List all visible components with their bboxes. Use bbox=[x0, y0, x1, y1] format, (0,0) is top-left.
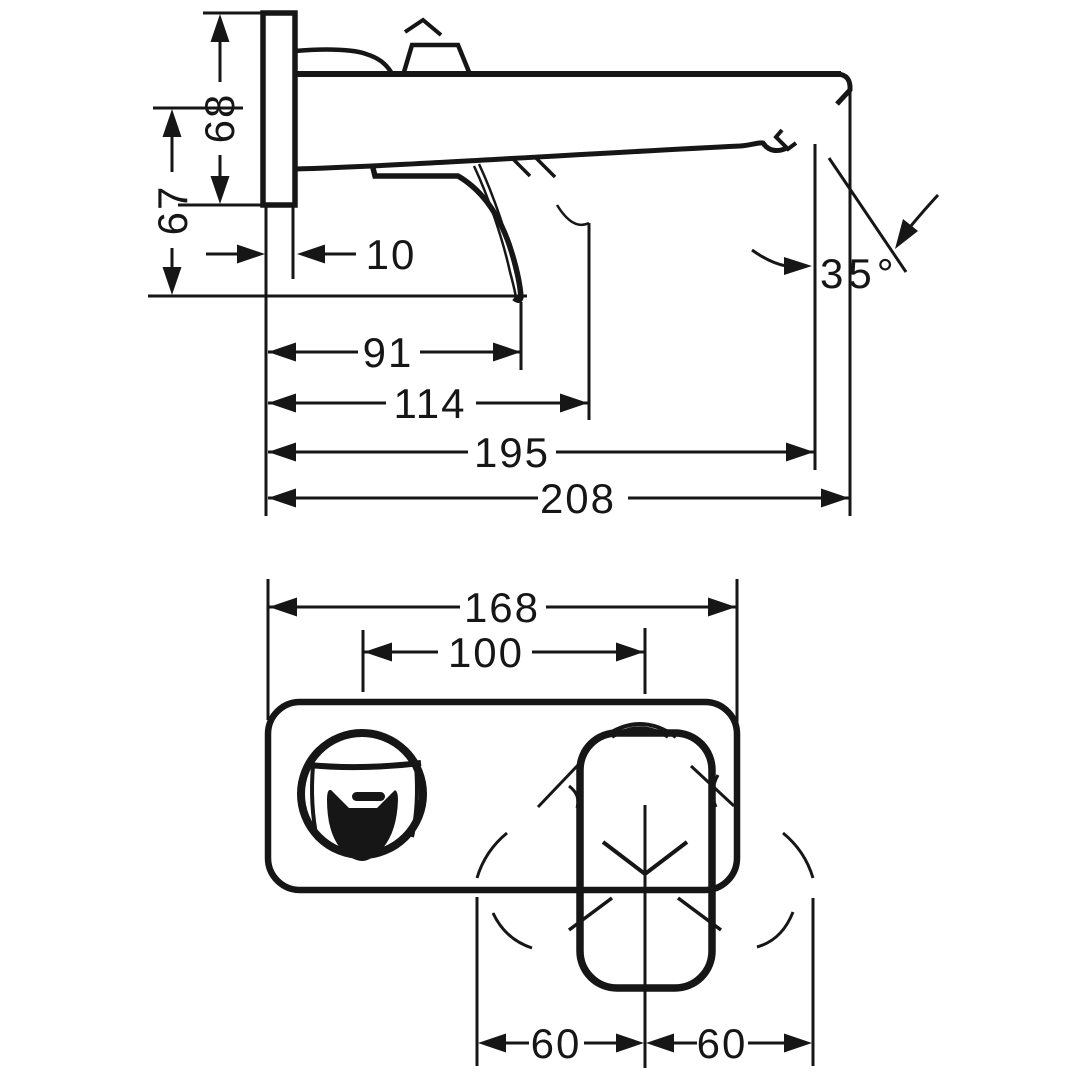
aerator-body bbox=[782, 100, 841, 143]
side-view: 68 67 10 91 bbox=[148, 10, 940, 522]
dimension-aerator-projection: 195 bbox=[268, 144, 817, 476]
dimension-spout-projection: 208 bbox=[268, 92, 852, 522]
handle-swing-arcs bbox=[475, 762, 815, 950]
dim-hole-spacing-label: 100 bbox=[448, 629, 524, 676]
lever-motion-caret-icon bbox=[403, 17, 443, 37]
handle-lever-inner-line bbox=[477, 163, 522, 298]
leader-arc bbox=[555, 204, 590, 227]
wall-plate-side bbox=[260, 10, 298, 208]
outlet-slot bbox=[352, 792, 385, 801]
front-view: 168 100 60 60 bbox=[264, 579, 815, 1068]
handle-dome-profile bbox=[294, 47, 393, 74]
handle-pivot-arc-outer bbox=[602, 722, 678, 739]
wall-plate-front bbox=[264, 698, 741, 894]
dim-spout-angle-label: 35° bbox=[820, 250, 899, 297]
dimension-plate-thickness: 10 bbox=[206, 206, 417, 516]
outlet-opening bbox=[327, 790, 398, 861]
dimension-spout-angle: 35° bbox=[751, 157, 940, 297]
outlet-chord bbox=[307, 760, 422, 771]
dimension-plate-height: 68 bbox=[178, 11, 263, 207]
dim-clearance-left-label: 60 bbox=[531, 1020, 582, 1067]
dim-plate-height-label: 68 bbox=[196, 93, 243, 144]
dimension-outlet-drop: 67 bbox=[148, 106, 527, 298]
spout-tip-edge bbox=[835, 71, 853, 106]
swing-arc-left-lower bbox=[491, 912, 533, 950]
handle-lever-inner-line-2 bbox=[472, 165, 518, 298]
underside-hatch-ticks bbox=[510, 156, 557, 179]
dim-outlet-drop-label: 67 bbox=[149, 185, 196, 236]
outlet-side-right bbox=[410, 764, 419, 838]
handle-front bbox=[567, 722, 723, 1068]
handle-swing-cross-lines bbox=[567, 896, 723, 932]
dim-body-projection-label: 114 bbox=[394, 380, 467, 427]
dim-handle-projection-label: 91 bbox=[363, 329, 414, 376]
handle-pivot-arc-inner bbox=[611, 726, 669, 739]
swing-arc-right-lower bbox=[756, 911, 795, 949]
spout-outlet-front bbox=[297, 729, 427, 861]
swing-mark-left-top bbox=[536, 762, 581, 809]
aerator-end-cap bbox=[773, 128, 798, 152]
swing-arc-left-top bbox=[568, 784, 580, 809]
handle-chevron-icon bbox=[601, 840, 689, 877]
swing-arc-right-upper bbox=[782, 831, 815, 879]
dimension-body-projection: 114 bbox=[268, 204, 591, 427]
dimension-clearances: 60 60 bbox=[475, 897, 815, 1067]
angle-line bbox=[827, 157, 908, 273]
dim-plate-thickness-label: 10 bbox=[366, 231, 417, 278]
swing-arc-left-upper bbox=[475, 831, 508, 879]
outlet-side-left bbox=[310, 765, 319, 840]
dim-plate-width-label: 168 bbox=[464, 584, 540, 631]
dimension-handle-projection: 91 bbox=[268, 302, 523, 376]
lever-bump-profile bbox=[401, 42, 472, 73]
dim-clearance-right-label: 60 bbox=[697, 1020, 748, 1067]
swing-arc-right-top bbox=[711, 774, 720, 808]
spout-underside-edge bbox=[293, 140, 789, 172]
dimension-hole-spacing: 100 bbox=[361, 628, 647, 694]
dim-aerator-projection-label: 195 bbox=[474, 429, 550, 476]
dim-spout-projection-label: 208 bbox=[540, 475, 616, 522]
dimension-plate-width: 168 bbox=[266, 579, 739, 726]
